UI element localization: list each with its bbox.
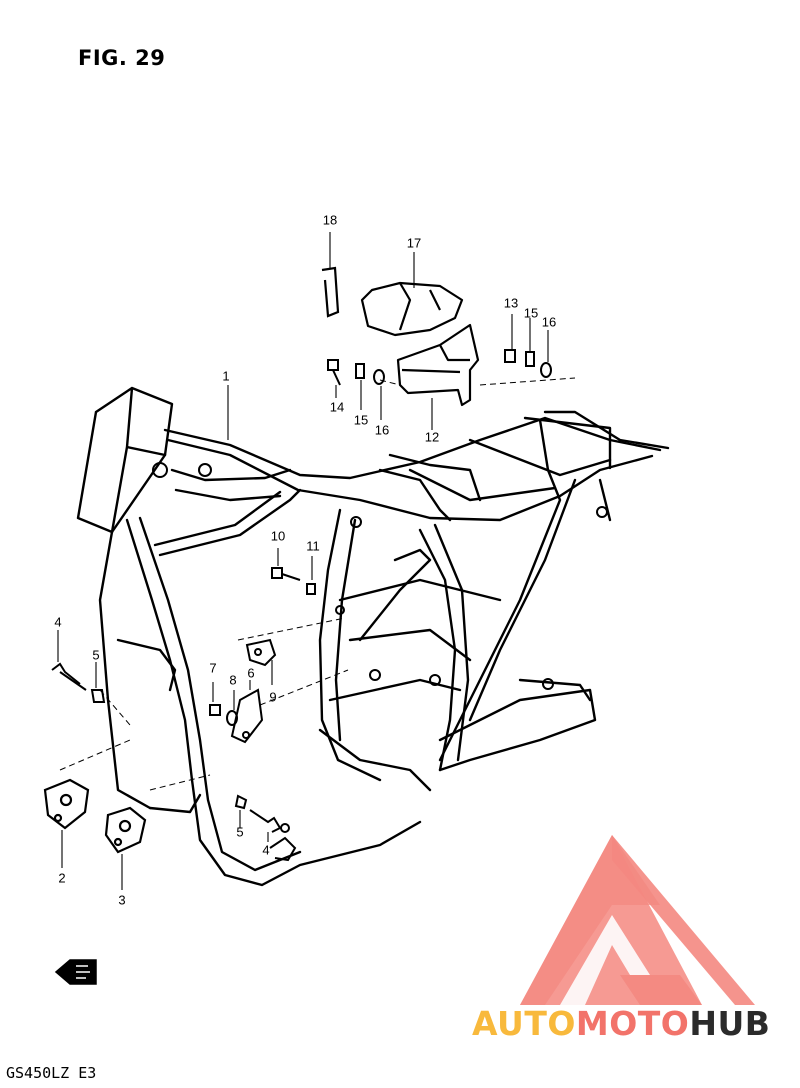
part-6-bracket: [230, 688, 264, 744]
callout-part-2: 2: [58, 870, 66, 886]
top-tube: [163, 416, 662, 480]
watermark-part-auto: AUTO: [472, 1004, 576, 1043]
callout-part-8: 8: [229, 672, 237, 688]
callout-part-4-right: 4: [262, 842, 270, 858]
figure-label: FIG. 29: [78, 46, 166, 70]
part-14-bolt: [327, 359, 339, 371]
callout-part-1: 1: [222, 368, 230, 384]
part-16-washer-2: [540, 362, 552, 378]
front-direction-arrow-icon: [54, 959, 97, 985]
callout-part-5-right: 5: [236, 824, 244, 840]
part-4-bolt-right: [249, 809, 282, 833]
center-loop: [318, 508, 382, 782]
callout-part-14: 14: [329, 399, 345, 415]
front-down-tube-right: [125, 518, 422, 887]
part-4-bolt: [51, 662, 81, 685]
part-5-washer-right: [234, 794, 248, 810]
callout-part-16-right: 16: [541, 314, 557, 330]
part-11-nut: [306, 583, 316, 595]
part-12-bracket: [396, 323, 480, 407]
steering-head: [76, 386, 174, 534]
part-15-nut: [355, 363, 365, 379]
callout-part-18: 18: [322, 212, 338, 228]
callout-part-15-right: 15: [523, 305, 539, 321]
part-17-cover: [360, 281, 464, 337]
callout-part-13: 13: [503, 295, 519, 311]
callout-part-17: 17: [406, 235, 422, 251]
callout-part-11: 11: [306, 538, 320, 554]
part-7-bolt: [209, 704, 221, 716]
callout-part-15: 15: [353, 412, 369, 428]
callout-part-3: 3: [118, 892, 126, 908]
watermark-part-hub: HUB: [689, 1004, 771, 1043]
part-5-nut: [90, 689, 106, 703]
callout-part-16: 16: [374, 422, 390, 438]
model-code: GS450LZ E3: [6, 1064, 97, 1082]
callout-part-6: 6: [247, 665, 255, 681]
part-15-nut-2: [525, 351, 535, 367]
part-9-plate: [245, 638, 277, 667]
watermark-text: AUTOMOTOHUB: [472, 1004, 770, 1043]
callout-part-12: 12: [424, 429, 440, 445]
callout-part-5: 5: [92, 647, 100, 663]
automotohub-logo-icon: [520, 835, 755, 1005]
part-3-plate: [104, 806, 147, 854]
part-10-bolt: [271, 567, 283, 579]
callout-part-7: 7: [209, 660, 217, 676]
part-2-plate: [43, 778, 90, 830]
callout-part-9: 9: [269, 689, 277, 705]
callout-part-4: 4: [54, 614, 62, 630]
part-16-washer: [373, 369, 385, 385]
part-13-bolt: [504, 349, 516, 363]
rear-frame: [438, 418, 562, 762]
part-18-strap: [321, 266, 340, 318]
callout-part-10: 10: [270, 528, 286, 544]
watermark-part-moto: MOTO: [575, 1004, 690, 1043]
